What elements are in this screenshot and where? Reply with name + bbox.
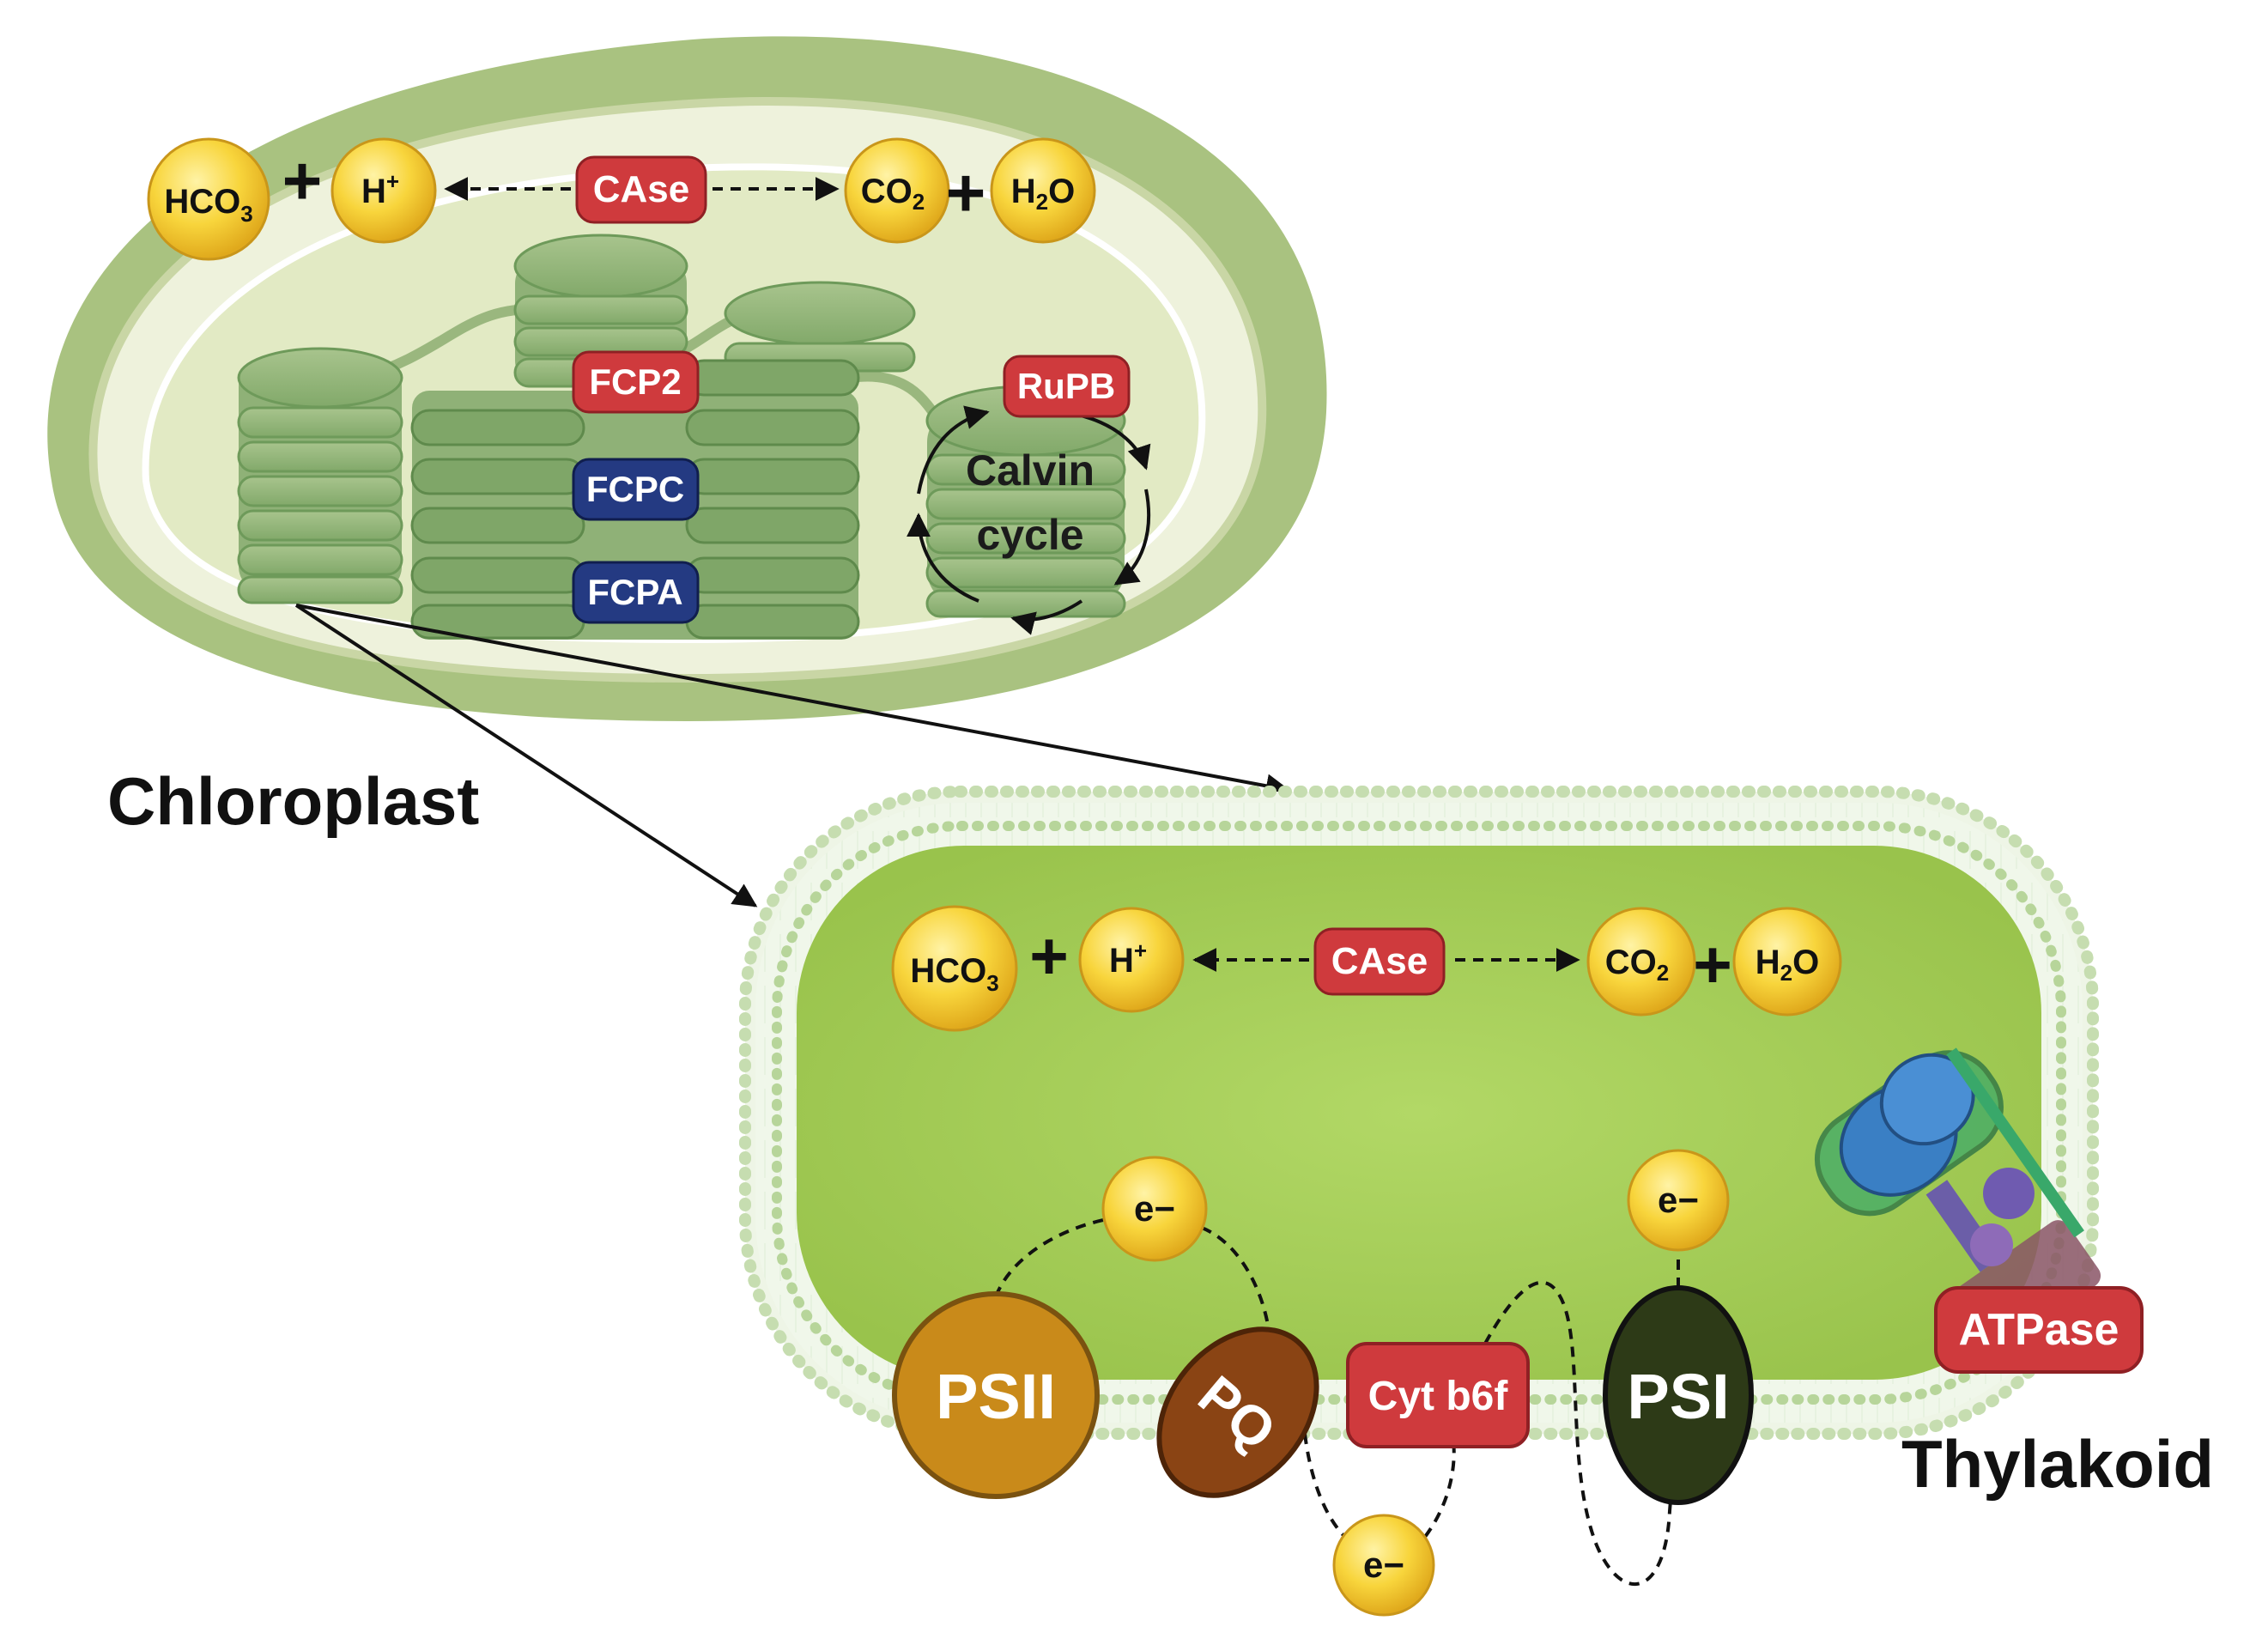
arrow-right-icon (295, 604, 1290, 798)
svg-text:CAse: CAse (1331, 940, 1428, 982)
electron-3: e− (1332, 1514, 1435, 1617)
thylakoid-reaction: HCO3 + H+ CAse CO2 + H2O (891, 905, 1842, 1032)
svg-text:HCO3: HCO3 (910, 952, 998, 996)
h2o-molecule: H2O (990, 137, 1096, 244)
co2-molecule: CO2 (1586, 907, 1696, 1017)
cycle-arrow-icon (1113, 489, 1150, 586)
zoom-arrows (294, 604, 1290, 907)
svg-text:e−: e− (1363, 1545, 1404, 1585)
electron-2: e− (1627, 1149, 1730, 1252)
h-plus-molecule: H+ (330, 137, 437, 244)
thylakoid-title: Thylakoid (1901, 1426, 2214, 1502)
svg-text:H2O: H2O (1011, 173, 1075, 215)
psi-complex: PSI (1603, 1285, 1754, 1505)
atp-synthase-icon (1814, 1047, 2101, 1358)
electron-1: e− (1101, 1156, 1208, 1262)
fcpa-protein: FCPA (572, 561, 700, 624)
svg-text:HCO3: HCO3 (164, 183, 252, 227)
svg-text:H+: H+ (1109, 938, 1147, 980)
plus-sign: + (1693, 926, 1732, 1002)
plus-sign: + (946, 155, 986, 231)
granum-stack-right (925, 385, 1126, 618)
hco3-molecule: HCO3 (891, 905, 1018, 1032)
svg-text:CO2: CO2 (861, 173, 925, 215)
svg-text:H+: H+ (361, 168, 399, 210)
svg-text:Cyt b6f: Cyt b6f (1368, 1374, 1509, 1419)
chloroplast-title: Chloroplast (107, 763, 479, 839)
svg-text:FCPA: FCPA (587, 572, 682, 612)
h2o-molecule: H2O (1732, 907, 1842, 1017)
cycle-arrow-icon (907, 513, 979, 603)
plus-sign: + (1029, 918, 1069, 993)
h-plus-molecule: H+ (1078, 907, 1185, 1013)
cycle-arrow-icon (917, 405, 990, 495)
co2-molecule: CO2 (844, 137, 950, 244)
svg-text:FCPC: FCPC (586, 469, 684, 509)
svg-text:FCP2: FCP2 (589, 361, 681, 402)
fcp2-protein: FCP2 (572, 350, 700, 414)
granum-stack-top-right (724, 281, 916, 373)
hco3-molecule: HCO3 (147, 137, 270, 261)
svg-text:RuPB: RuPB (1017, 366, 1115, 406)
thylakoid: HCO3 + H+ CAse CO2 + H2O (739, 786, 2144, 1617)
cyt-b6f-complex: Cyt b6f (1346, 1342, 1530, 1448)
case-enzyme: CAse (575, 155, 707, 224)
arrow-right-icon (294, 604, 758, 907)
calvin-cycle-label-line2: cycle (976, 511, 1083, 559)
svg-text:H2O: H2O (1756, 944, 1819, 986)
svg-text:CO2: CO2 (1605, 944, 1669, 986)
chloroplast: Calvin cycle FCP2 FCPC FCPA RuPB HCO3 + (47, 36, 1327, 722)
case-enzyme: CAse (1313, 927, 1446, 996)
granum-stack-left (237, 347, 403, 604)
svg-text:ATPase: ATPase (1959, 1305, 2119, 1355)
plus-sign: + (282, 143, 323, 219)
svg-text:e−: e− (1658, 1180, 1699, 1220)
fcpc-protein: FCPC (572, 458, 700, 521)
psii-complex: PSII (892, 1291, 1100, 1499)
svg-text:PSI: PSI (1627, 1361, 1729, 1432)
svg-text:CAse: CAse (593, 168, 690, 210)
rupb-protein: RuPB (1003, 355, 1131, 418)
calvin-cycle-label-line1: Calvin (966, 446, 1095, 495)
atpase-label: ATPase (1934, 1286, 2144, 1374)
pq-complex: PQ (1156, 1326, 1319, 1498)
svg-text:PSII: PSII (936, 1361, 1056, 1432)
cycle-arrow-icon (1010, 599, 1083, 635)
svg-text:e−: e− (1134, 1188, 1175, 1229)
chloroplast-reaction: HCO3 + H+ CAse CO2 + H2O (147, 137, 1096, 261)
